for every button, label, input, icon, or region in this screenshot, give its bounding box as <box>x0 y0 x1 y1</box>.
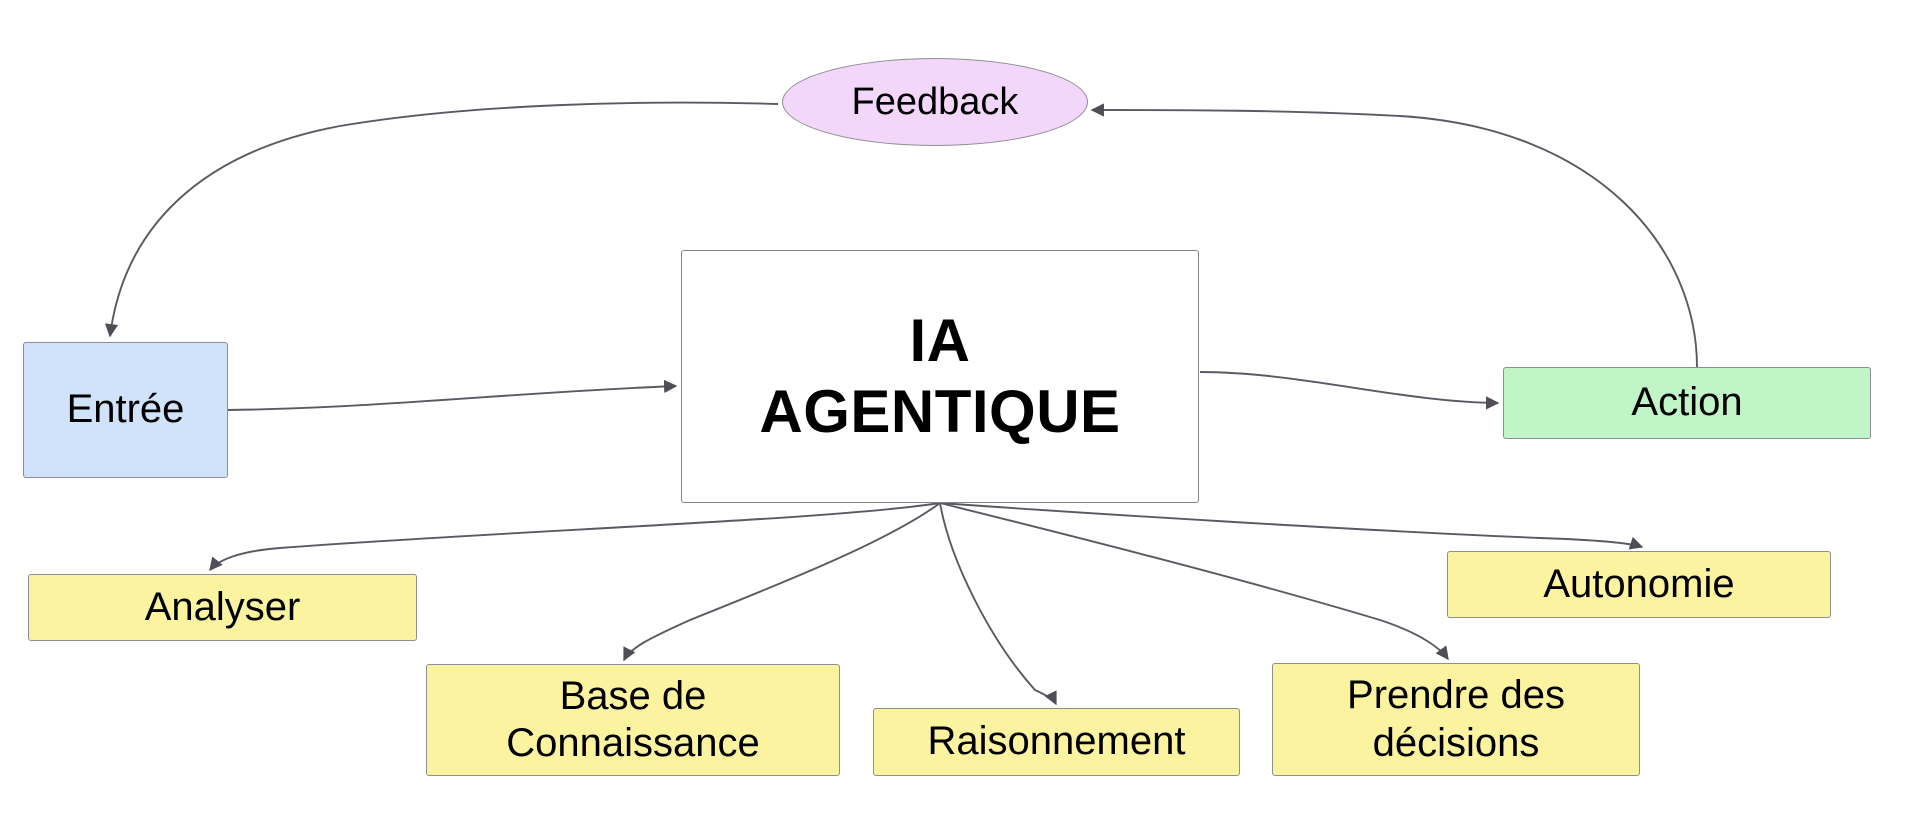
node-ia-agentique[interactable]: IA AGENTIQUE <box>681 250 1199 503</box>
node-base-connaissance-label: Base de Connaissance <box>506 673 760 765</box>
node-entree-label: Entrée <box>66 387 185 432</box>
edge-center-to-analyser <box>209 502 941 572</box>
node-feedback[interactable]: Feedback <box>782 58 1088 146</box>
edge-center-to-raisonnement <box>939 502 1057 706</box>
node-raisonnement[interactable]: Raisonnement <box>873 708 1240 776</box>
edge-entree-to-center <box>227 379 678 411</box>
node-autonomie-label: Autonomie <box>1543 561 1735 606</box>
node-raisonnement-label: Raisonnement <box>927 719 1186 764</box>
node-feedback-label: Feedback <box>851 80 1019 123</box>
edge-center-to-autonomie <box>939 502 1644 550</box>
node-ia-agentique-label: IA AGENTIQUE <box>759 306 1121 445</box>
node-prendre-decisions-label: Prendre des décisions <box>1347 673 1565 765</box>
node-autonomie[interactable]: Autonomie <box>1447 551 1831 618</box>
edge-center-to-action <box>1199 371 1500 410</box>
node-analyser[interactable]: Analyser <box>28 574 417 641</box>
node-analyser-label: Analyser <box>144 584 301 629</box>
edge-center-to-prendre-decisions <box>939 502 1449 661</box>
node-action[interactable]: Action <box>1503 367 1871 439</box>
node-prendre-decisions[interactable]: Prendre des décisions <box>1272 663 1640 776</box>
node-action-label: Action <box>1631 380 1743 425</box>
edge-center-to-base-connaissance <box>623 502 941 662</box>
node-entree[interactable]: Entrée <box>23 342 228 478</box>
edge-feedback-to-entree <box>104 101 779 338</box>
node-base-connaissance[interactable]: Base de Connaissance <box>426 664 840 776</box>
